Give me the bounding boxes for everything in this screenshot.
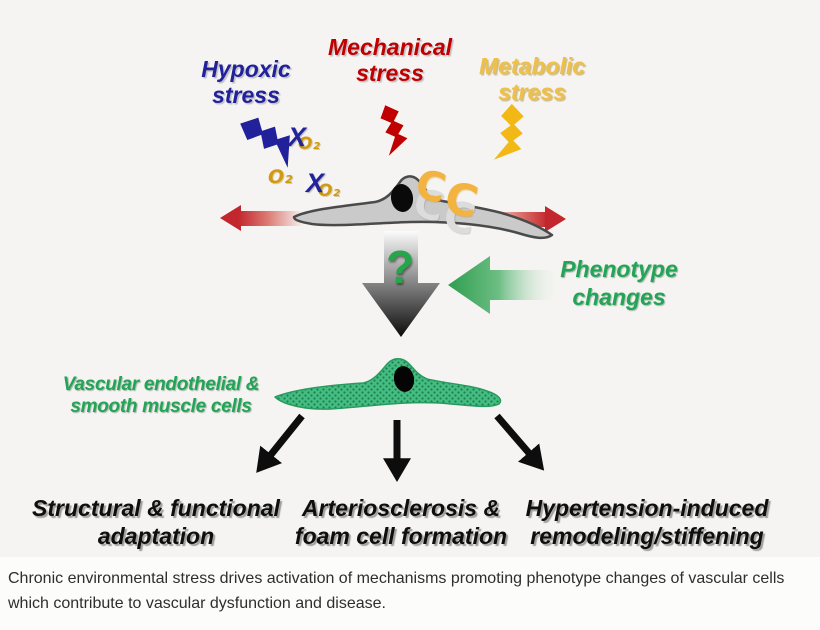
cell-body (274, 358, 502, 410)
outcome-arrows (256, 413, 545, 483)
phenotype-arrow-shape (448, 256, 560, 314)
outcome-label-adaptation: Structural & functional adaptation (32, 495, 280, 550)
hypoxic-stress-label: Hypoxic stress (201, 56, 291, 109)
arrow-head (220, 205, 241, 231)
o2-molecule-label: O₂ (268, 166, 293, 188)
lightning-bolt-shape (380, 105, 408, 156)
outcome-label-arteriosclerosis: Arteriosclerosis & foam cell formation (294, 495, 508, 550)
down-arrow-shape (362, 231, 440, 337)
outcome-label-hypertension: Hypertension-induced remodeling/stiffeni… (525, 495, 769, 550)
down-arrow-icon (362, 231, 440, 337)
cell-nucleus (390, 184, 414, 212)
mechanical-stress-label: Mechanical stress (328, 34, 452, 87)
arrow-body (238, 211, 312, 226)
vascular-cell-illustration (274, 358, 502, 410)
outcome-arrow-left-icon (256, 413, 305, 473)
vascular-cells-label: Vascular endothelial & smooth muscle cel… (62, 374, 260, 418)
o2-molecule-label: O₂ (298, 134, 320, 154)
o2-molecule-label: O₂ (318, 181, 340, 201)
outcome-arrow-right-icon (494, 413, 545, 471)
figure-caption: Chronic environmental stress drives acti… (8, 570, 785, 612)
phenotype-arrow-icon (448, 256, 560, 314)
x-cross-icon: X (288, 122, 307, 152)
lightning-bolt-icon-mechanical (380, 105, 408, 156)
stressed-cell-illustration (292, 175, 554, 240)
cell-nucleus (393, 366, 415, 392)
question-mark: ? (386, 241, 415, 293)
stretch-arrow-left-icon (220, 204, 312, 232)
lightning-bolt-icon-hypoxic (240, 117, 290, 168)
lightning-bolt-shape (240, 117, 290, 168)
x-cross-icon: X (306, 168, 325, 198)
arrow-head (545, 206, 566, 232)
lightning-bolt-icon-metabolic (493, 103, 524, 160)
lightning-bolt-shape (493, 103, 524, 160)
phenotype-changes-label: Phenotype changes (560, 256, 678, 311)
metabolic-stress-label: Metabolic stress (478, 53, 586, 106)
caption-zone: Chronic environmental stress drives acti… (0, 557, 820, 630)
